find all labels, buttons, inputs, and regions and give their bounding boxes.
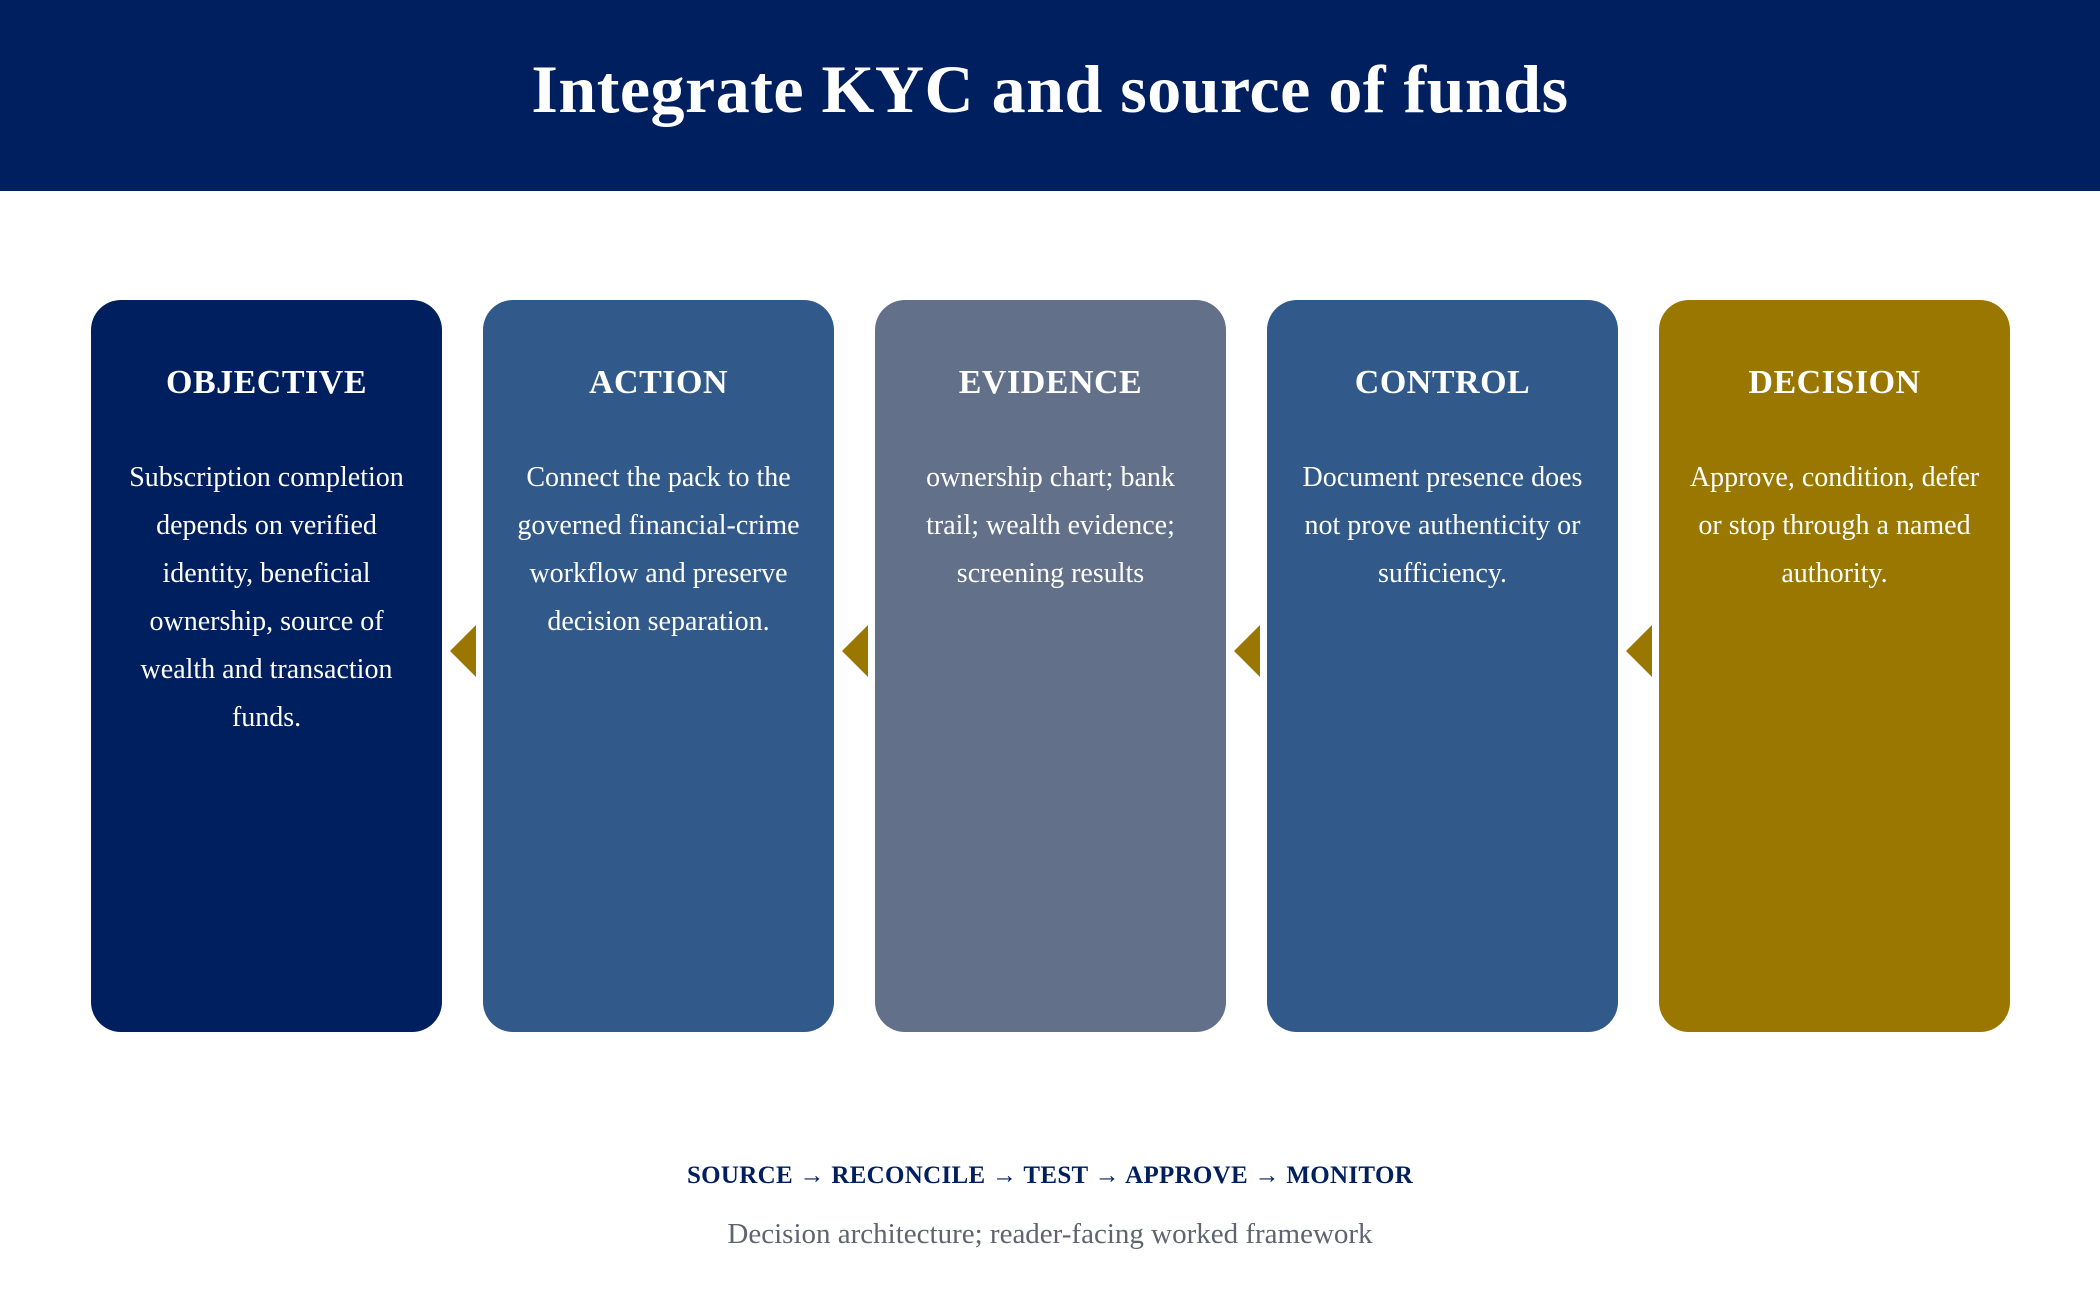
arrow-left-icon [1626, 625, 1652, 677]
card-body: Connect the pack to the governed financi… [517, 462, 800, 637]
card-body: Document presence does not prove authent… [1302, 462, 1583, 589]
card-control: CONTROL Document presence does not prove… [1267, 300, 1618, 1032]
card-title: DECISION [1748, 364, 1921, 401]
card-action: ACTION Connect the pack to the governed … [483, 300, 834, 1032]
arrow-left-icon [1234, 625, 1260, 677]
header-banner: Integrate KYC and source of funds [0, 0, 2100, 191]
card-evidence: EVIDENCE ownership chart; bank trail; we… [875, 300, 1226, 1032]
card-body: Subscription completion depends on verif… [129, 462, 404, 733]
card-decision: DECISION Approve, condition, defer or st… [1659, 300, 2010, 1032]
card-title: OBJECTIVE [166, 364, 367, 401]
card-title: CONTROL [1354, 364, 1531, 401]
card-objective: OBJECTIVE Subscription completion depend… [91, 300, 442, 1032]
card-body: Approve, condition, defer or stop throug… [1689, 462, 1980, 589]
arrow-left-icon [842, 625, 868, 677]
card-title: ACTION [588, 364, 729, 401]
caption: Decision architecture; reader-facing wor… [727, 1218, 1373, 1250]
process-flow: SOURCE → RECONCILE → TEST → APPROVE → MO… [686, 1162, 1414, 1189]
card-title: EVIDENCE [958, 364, 1143, 401]
page-title: Integrate KYC and source of funds [531, 51, 1569, 127]
arrow-left-icon [450, 625, 476, 677]
card-body: ownership chart; bank trail; wealth evid… [926, 462, 1175, 589]
framework-diagram: OBJECTIVE Subscription completion depend… [0, 300, 2100, 1032]
